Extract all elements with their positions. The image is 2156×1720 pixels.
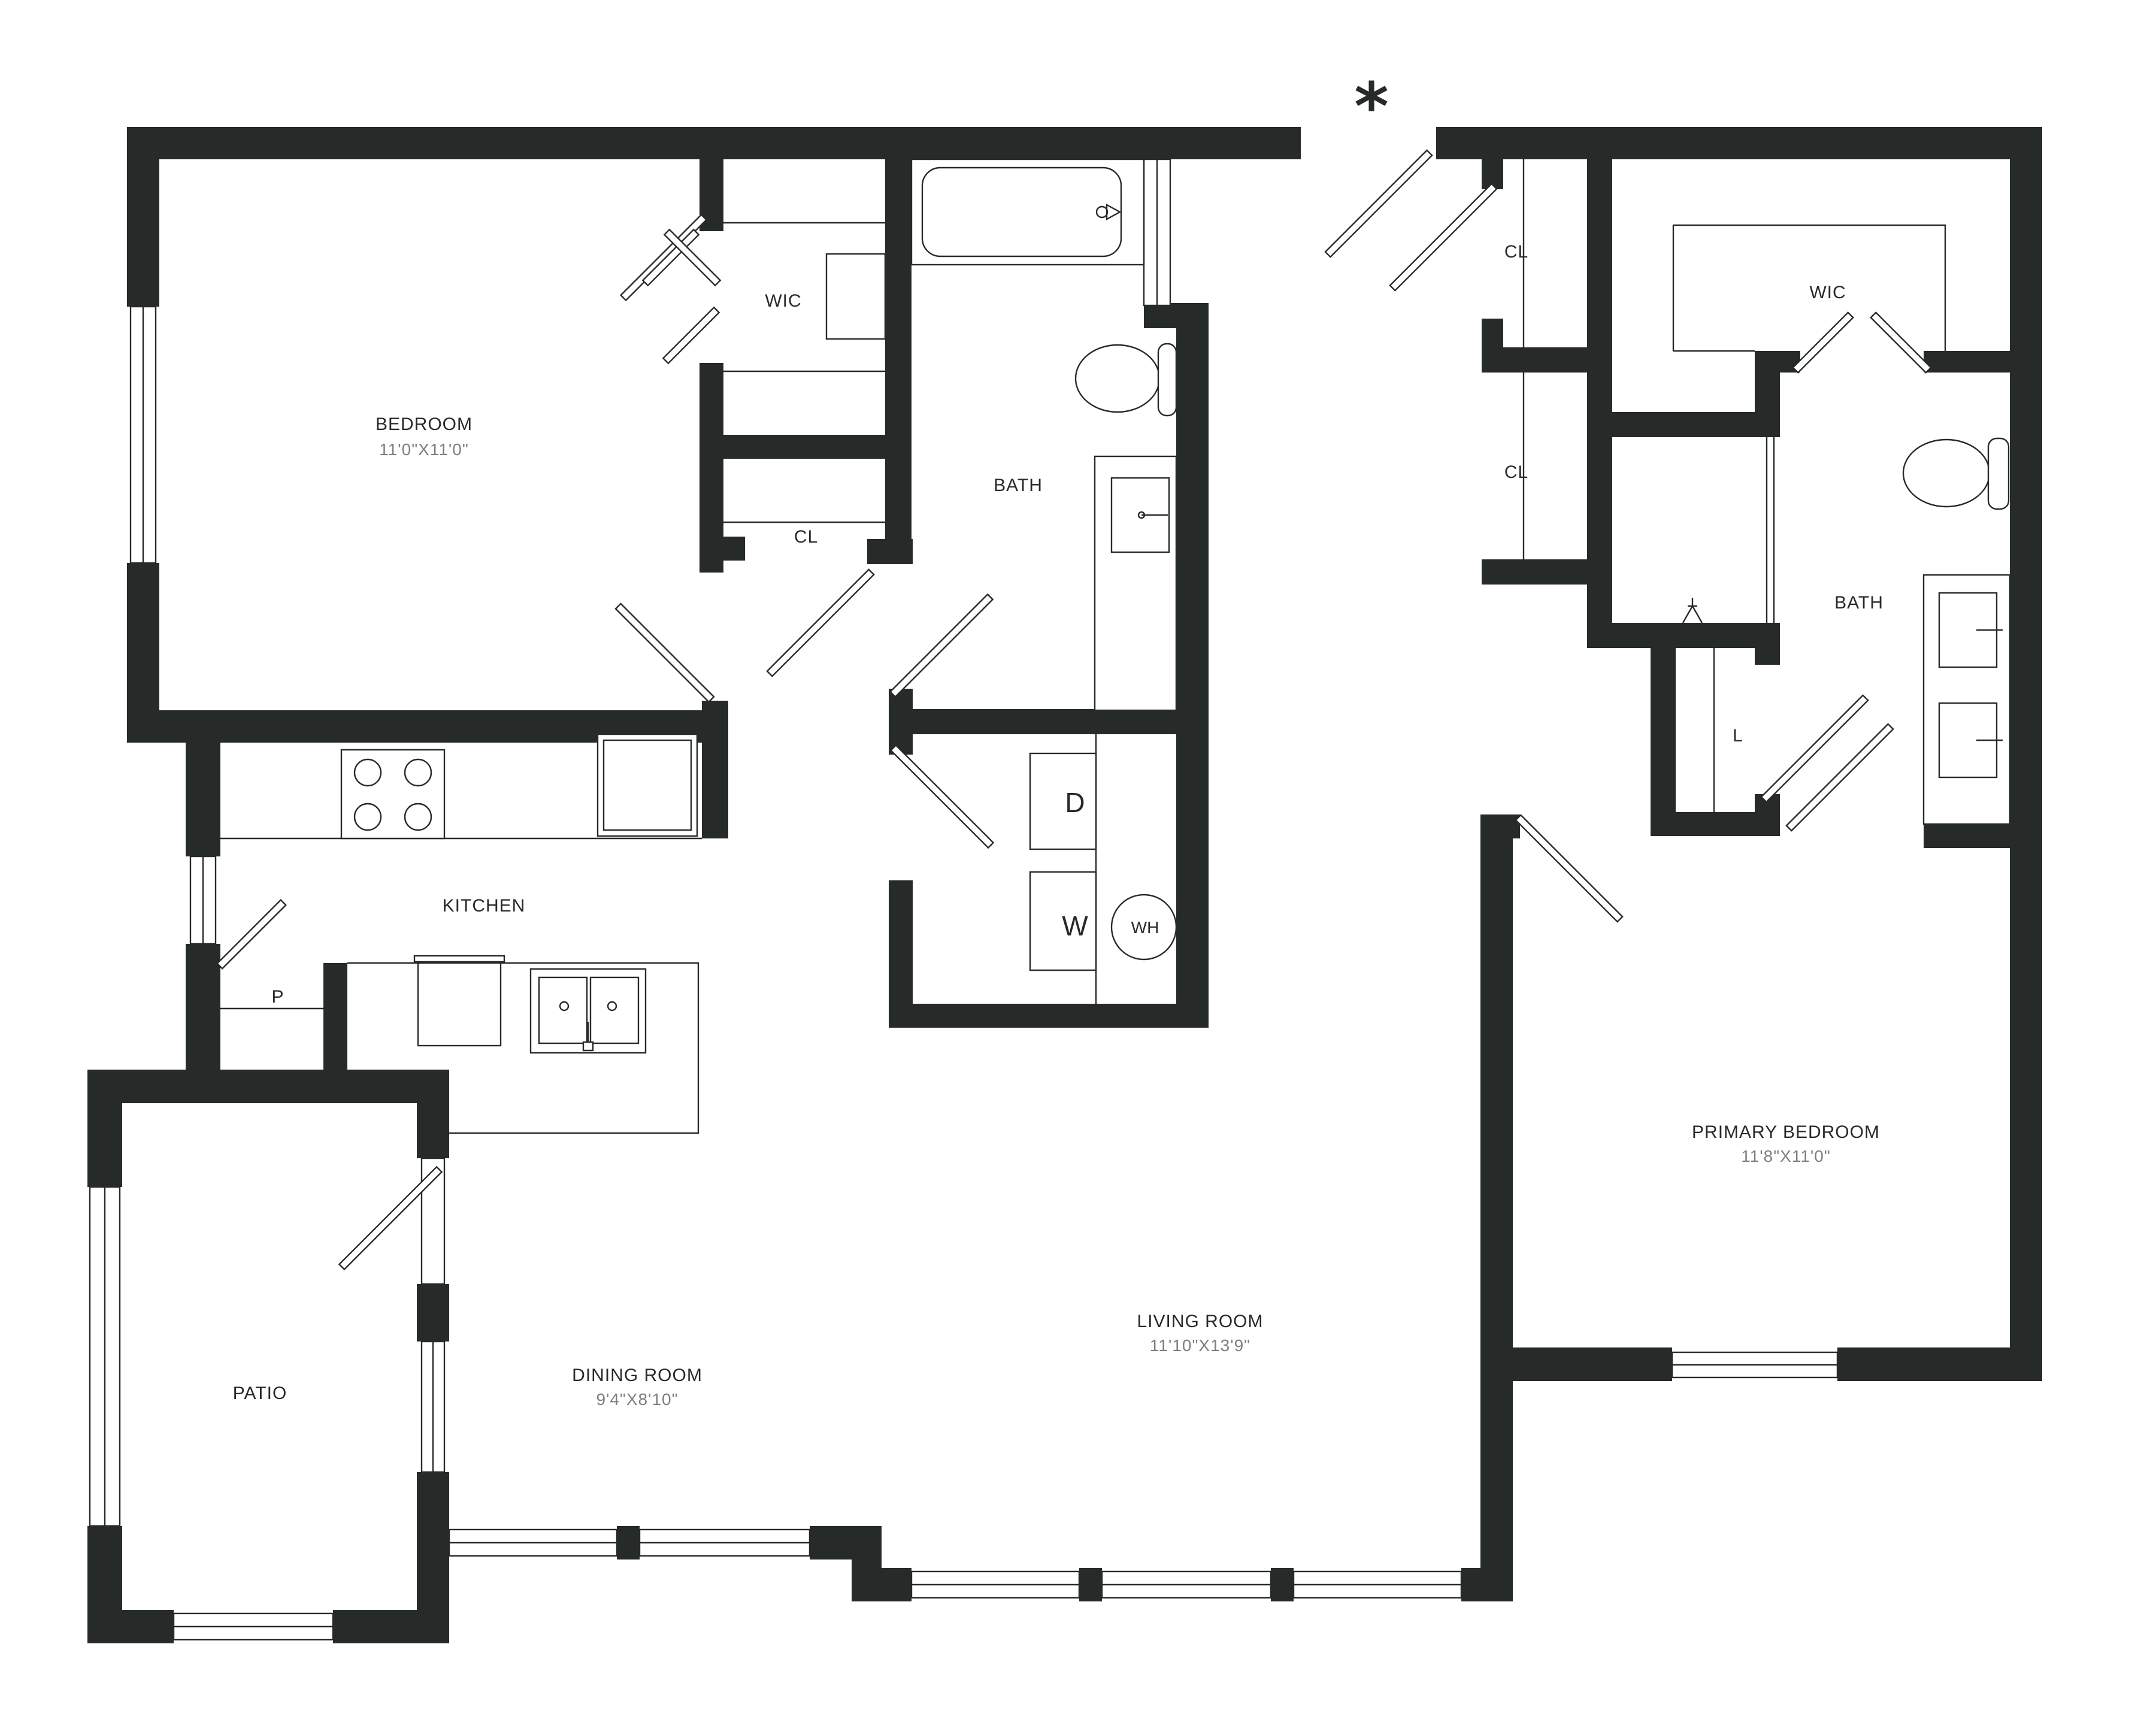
water-heater-label: WH (1131, 918, 1159, 937)
dining-size: 9'4"X8'10" (596, 1390, 678, 1409)
living-size: 11'10"X13'9" (1150, 1336, 1250, 1355)
cl-right-top-label: CL (1504, 242, 1528, 262)
linen-label: L (1733, 726, 1743, 746)
primary-bedroom-size: 11'8"X11'0" (1741, 1147, 1831, 1165)
fixtures (220, 158, 2011, 1134)
patio-label: PATIO (233, 1383, 287, 1403)
entry-marker: * (1354, 68, 1389, 145)
doors (216, 149, 1932, 1271)
bath-right-label: BATH (1834, 593, 1884, 613)
walls (87, 127, 2042, 1643)
living-label: LIVING ROOM (1137, 1312, 1263, 1331)
cl-right-mid-label: CL (1504, 462, 1528, 482)
cl-left-label: CL (794, 527, 818, 547)
primary-bedroom-label: PRIMARY BEDROOM (1692, 1122, 1880, 1142)
room-labels: BEDROOM 11'0"X11'0" WIC CL BATH KITCHEN … (233, 68, 1884, 1409)
windows (89, 158, 1839, 1641)
dining-label: DINING ROOM (572, 1365, 702, 1385)
bedroom-size: 11'0"X11'0" (379, 440, 469, 459)
wic-right-label: WIC (1809, 283, 1846, 302)
dryer-label: D (1065, 787, 1085, 818)
bath-left-label: BATH (994, 476, 1043, 495)
kitchen-label: KITCHEN (443, 896, 526, 916)
pantry-label: P (271, 987, 284, 1007)
bedroom-label: BEDROOM (376, 414, 473, 434)
wic-left-label: WIC (765, 291, 801, 311)
washer-label: W (1062, 910, 1088, 941)
